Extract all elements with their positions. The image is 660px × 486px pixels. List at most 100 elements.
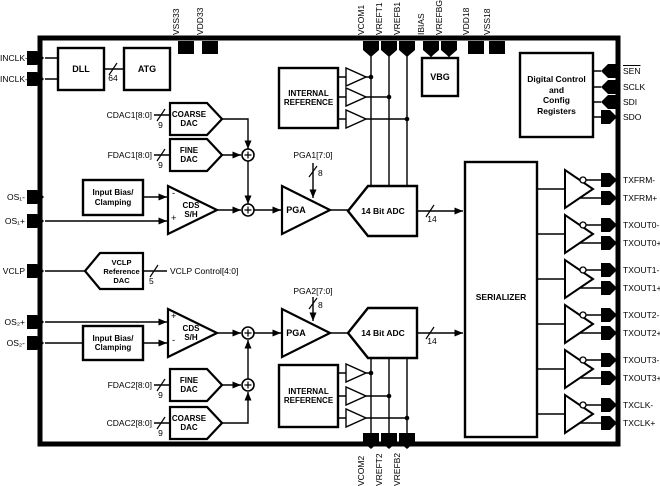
bus-width-9-cdac2: 9 xyxy=(158,428,163,438)
input-bias-1-block xyxy=(81,178,145,217)
pin-txfrm-plus xyxy=(601,191,617,205)
pin-label-txout2-plus: TXOUT2+ xyxy=(623,328,660,338)
pin-sclk xyxy=(601,80,617,94)
pin-label-vrefb2: VREFB2 xyxy=(392,452,402,486)
pin-txout1-plus xyxy=(601,281,617,295)
pin-label-sclk: SCLK xyxy=(623,82,646,92)
bus-width-9-fdac2: 9 xyxy=(158,390,163,400)
coarse-dac-1-block xyxy=(168,101,224,137)
pin-vrefb1 xyxy=(399,41,415,57)
internal-reference-1-label: INTERNAL REFERENCE xyxy=(283,88,334,108)
pin-label-os2-plus: OS₂+ xyxy=(4,317,25,327)
chip-outline xyxy=(37,35,621,447)
pin-label-sen: SEN xyxy=(623,66,641,76)
bus-width-8-pga1: 8 xyxy=(318,168,323,178)
cds1-plus-sign: + xyxy=(171,213,177,224)
bus-label-pga2: PGA2[7:0] xyxy=(293,286,333,296)
pin-label-inclk-plus: INCLK+ xyxy=(0,53,30,63)
fine-dac-1-label: FINE DAC xyxy=(179,145,199,165)
pin-label-txout1-plus: TXOUT1+ xyxy=(623,283,660,293)
pin-txout2-plus xyxy=(601,326,617,340)
pin-vclp xyxy=(27,264,44,278)
input-bias-2-label: Input Bias/ Clamping xyxy=(92,333,134,353)
internal-reference-1-block xyxy=(277,66,340,130)
pin-txout1-minus xyxy=(601,263,617,277)
pin-os2-plus xyxy=(27,315,44,329)
pin-txout3-plus xyxy=(601,371,617,385)
internal-reference-2-label: INTERNAL REFERENCE xyxy=(283,386,334,406)
tx-drivers xyxy=(564,168,595,435)
cds2-minus-sign: - xyxy=(172,335,176,346)
pin-label-txfrm-minus: TXFRM- xyxy=(623,175,656,185)
bus-width-14-adc1: 14 xyxy=(427,214,437,224)
internal-reference-2-block xyxy=(277,363,340,429)
pin-txout0-minus xyxy=(601,218,617,232)
junction-dots xyxy=(368,74,410,421)
pin-inclk-minus xyxy=(27,72,44,86)
pin-vreft1 xyxy=(381,41,397,57)
pin-label-vreft1: VREFT1 xyxy=(374,2,384,35)
fine-dac-1-block xyxy=(168,137,224,173)
pin-txfrm-minus xyxy=(601,173,617,187)
vbg-block xyxy=(420,56,460,98)
pin-label-txout3-plus: TXOUT3+ xyxy=(623,373,660,383)
pin-label-sdi: SDI xyxy=(623,97,638,107)
pin-label-vdd18: VDD18 xyxy=(461,7,471,35)
pins-right xyxy=(601,64,617,430)
pga-1-label: PGA xyxy=(286,205,306,215)
pin-label-txout3-minus: TXOUT3- xyxy=(623,355,660,365)
driver-inversion-bubbles xyxy=(579,176,587,409)
serializer-block xyxy=(463,160,539,439)
dll-block xyxy=(56,46,106,92)
pin-vcom1 xyxy=(363,41,379,57)
pin-vdd33 xyxy=(202,41,218,54)
pin-label-txclk-minus: TXCLK- xyxy=(623,400,654,410)
pin-label-txout2-minus: TXOUT2- xyxy=(623,310,660,320)
pin-txclk-minus xyxy=(601,398,617,412)
pin-label-txout1-minus: TXOUT1- xyxy=(623,265,660,275)
pin-txout0-plus xyxy=(601,236,617,250)
pins-left xyxy=(27,51,44,350)
coarse-dac-2-block xyxy=(168,405,224,441)
cds-sh-2-label: CDS S/H xyxy=(182,323,200,343)
digital-control-label: Digital Control and Config Registers xyxy=(527,74,586,116)
pin-vrefb2 xyxy=(399,433,415,449)
adc-1-label: 14 Bit ADC xyxy=(361,206,405,216)
wires xyxy=(45,55,601,435)
arrow-wires xyxy=(45,118,463,424)
pin-label-vcom2: VCOM2 xyxy=(356,455,366,486)
pin-vss18 xyxy=(489,41,505,54)
bus-slashes xyxy=(108,62,435,430)
reference-buffers xyxy=(345,66,368,429)
bus-label-vclp-control: VCLP Control[4:0] xyxy=(170,266,239,276)
pins-bottom xyxy=(363,433,415,449)
summing-junctions xyxy=(241,148,255,392)
pin-os1-minus xyxy=(27,190,44,204)
pin-txout2-minus xyxy=(601,308,617,322)
pin-label-txout0-plus: TXOUT0+ xyxy=(623,238,660,248)
atg-label: ATG xyxy=(137,64,157,74)
cds1-minus-sign: - xyxy=(172,188,176,199)
pin-label-inclk-minus: INCLK- xyxy=(0,74,28,84)
atg-block xyxy=(122,46,172,92)
fine-dac-2-block xyxy=(168,367,224,403)
pin-label-os1-minus: OS₁- xyxy=(7,192,25,202)
pin-os1-plus xyxy=(27,214,44,228)
bus-width-8-pga2: 8 xyxy=(318,300,323,310)
pin-vrefbg xyxy=(441,41,457,57)
vclp-dac-block xyxy=(83,251,145,291)
pin-label-vrefb1: VREFB1 xyxy=(392,1,402,35)
digital-control-block xyxy=(518,51,595,139)
pin-label-ibias: IBIAS xyxy=(416,13,426,35)
pga-2-block xyxy=(280,307,333,359)
cds-sh-2-block xyxy=(166,307,220,359)
pin-label-txout0-minus: TXOUT0- xyxy=(623,220,660,230)
vbg-label: VBG xyxy=(430,72,450,82)
serializer-label: SERIALIZER xyxy=(475,292,527,302)
bus-width-9-cdac1: 9 xyxy=(158,120,163,130)
adc-1-block xyxy=(346,184,419,238)
pin-os2-minus xyxy=(27,336,44,350)
pga-1-block xyxy=(280,184,333,236)
